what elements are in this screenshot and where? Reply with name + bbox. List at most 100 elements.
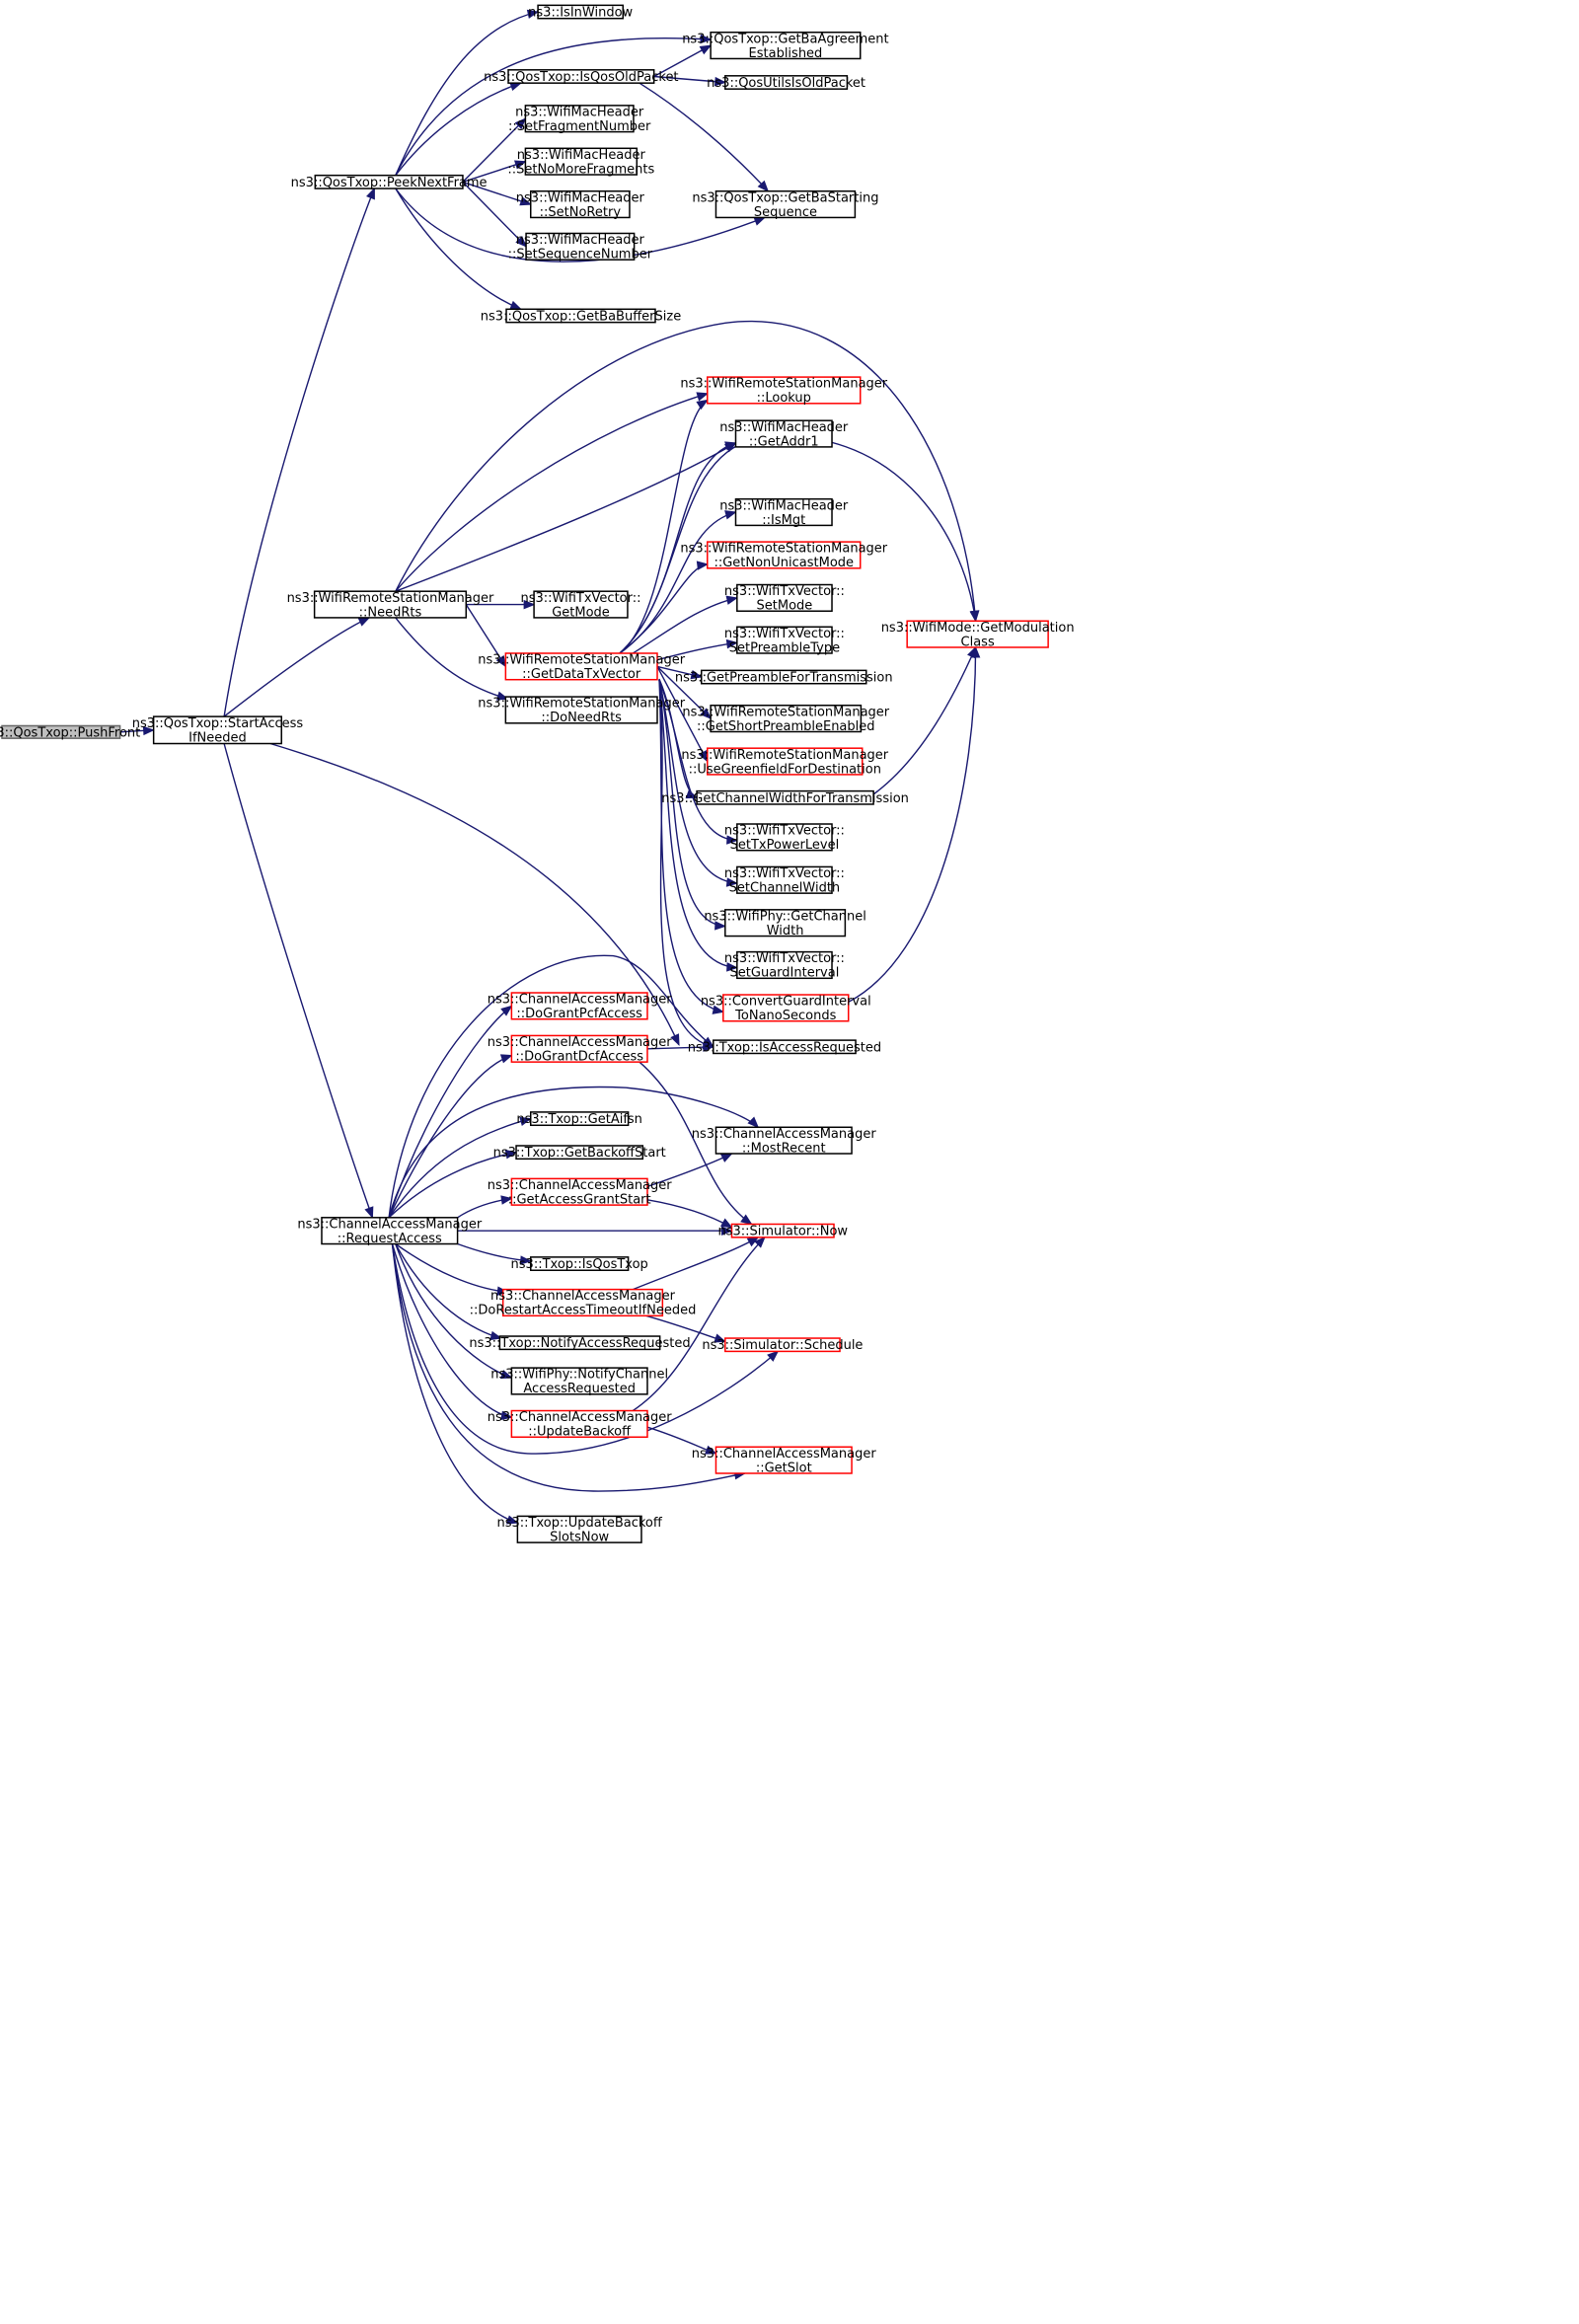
node-label: ns3::WifiPhy::NotifyChannel: [490, 1368, 668, 1383]
node-label: SetMode: [757, 599, 813, 614]
node-getaifsn[interactable]: ns3::Txop::GetAifsn: [516, 1111, 642, 1127]
node-peek[interactable]: ns3::QosTxop::PeekNextFrame: [291, 174, 488, 190]
node-simsched[interactable]: ns3::Simulator::Schedule: [702, 1337, 863, 1353]
node-getbabuf[interactable]: ns3::QosTxop::GetBaBufferSize: [481, 308, 681, 324]
node-label: ns3::ChannelAccessManager: [488, 1178, 673, 1193]
edge-needrts-to-getaddr1: [395, 442, 737, 592]
node-box: [313, 590, 468, 619]
node-getpreamblefor[interactable]: ns3::GetPreambleForTransmission: [675, 669, 893, 686]
node-lookup[interactable]: ns3::WifiRemoteStationManager::Lookup: [680, 376, 888, 407]
edge-line: [646, 1046, 714, 1050]
node-getbackoffstart[interactable]: ns3::Txop::GetBackoffStart: [493, 1145, 666, 1161]
node-getaccgrant[interactable]: ns3::ChannelAccessManager::GetAccessGran…: [488, 1177, 673, 1208]
node-dograntdcf[interactable]: ns3::ChannelAccessManager::DoGrantDcfAcc…: [488, 1034, 673, 1065]
node-label: Width: [767, 924, 804, 938]
node-getdatatx[interactable]: ns3::WifiRemoteStationManager::GetDataTx…: [478, 652, 686, 683]
node-isaccreq[interactable]: ns3::Txop::IsAccessRequested: [688, 1039, 881, 1055]
node-box: [696, 789, 874, 805]
node-box: [152, 715, 282, 745]
node-dorestart[interactable]: ns3::ChannelAccessManager::DoRestartAcce…: [470, 1288, 697, 1318]
node-label: ::SetSequenceNumber: [508, 248, 653, 262]
edge-line: [656, 666, 709, 762]
edge-getaccgrant-to-mostrecent: [646, 1153, 733, 1188]
node-getmode[interactable]: ns3::WifiTxVector::GetMode: [521, 590, 641, 621]
node-notifyaccreq[interactable]: ns3::Txop::NotifyAccessRequested: [469, 1335, 691, 1351]
edge-line: [391, 1243, 512, 1418]
node-setseq[interactable]: ns3::WifiMacHeader::SetSequenceNumber: [508, 232, 653, 262]
node-dograntpcf[interactable]: ns3::ChannelAccessManager::DoGrantPcfAcc…: [488, 992, 673, 1022]
arrow-head-icon: [703, 1042, 715, 1052]
node-isqostxop[interactable]: ns3::Txop::IsQosTxop: [511, 1256, 648, 1272]
node-reqaccess[interactable]: ns3::ChannelAccessManager::RequestAccess: [297, 1217, 483, 1246]
edge-reqaccess-to-isqostxop: [457, 1242, 533, 1265]
edge-line: [632, 597, 737, 654]
arrow-head-icon: [725, 638, 739, 649]
node-box: [314, 174, 464, 189]
arrow-head-icon: [721, 1226, 733, 1236]
node-label: ns3::QosTxop::GetBaBufferSize: [481, 309, 681, 324]
node-setchanwidth[interactable]: ns3::WifiTxVector::SetChannelWidth: [724, 865, 845, 896]
node-push[interactable]: ns3::QosTxop::PushFront: [0, 724, 140, 740]
node-phychanwidth[interactable]: ns3::WifiPhy::GetChannelWidth: [704, 909, 866, 938]
node-needrts[interactable]: ns3::WifiRemoteStationManager::NeedRts: [287, 590, 494, 621]
node-inwin[interactable]: ns3::IsInWindow: [528, 4, 634, 21]
node-box: [724, 75, 849, 90]
edge-line: [872, 646, 977, 795]
node-qosutils[interactable]: ns3::QosUtilsIsOldPacket: [707, 75, 865, 91]
edge-reqaccess-to-mostrecent: [388, 1086, 760, 1218]
node-setmode[interactable]: ns3::WifiTxVector::SetMode: [724, 583, 845, 614]
node-getslot[interactable]: ns3::ChannelAccessManager::GetSlot: [692, 1446, 877, 1476]
edge-isqosold-to-getbastart: [639, 82, 770, 192]
node-label: ns3::Txop::UpdateBackoff: [497, 1516, 663, 1531]
edge-getdatatx-to-getpreamblefor: [656, 665, 704, 680]
node-box: [707, 541, 862, 569]
node-label: ns3::ChannelAccessManager: [488, 1035, 673, 1050]
node-setpreamble[interactable]: ns3::WifiTxVector::SetPreambleType: [724, 626, 845, 656]
node-setguard[interactable]: ns3::WifiTxVector::SetGuardInterval: [724, 950, 845, 981]
node-box: [525, 232, 636, 261]
node-getnonuni[interactable]: ns3::WifiRemoteStationManager::GetNonUni…: [680, 541, 888, 571]
node-setnomore[interactable]: ns3::WifiMacHeader::SetNoMoreFragments: [507, 147, 655, 178]
node-label: ns3::WifiRemoteStationManager: [478, 653, 685, 668]
edge-peek-to-isqosold: [395, 82, 522, 177]
node-simnow[interactable]: ns3::Simulator::Now: [717, 1223, 848, 1239]
edge-line: [395, 187, 521, 310]
node-mostrecent[interactable]: ns3::ChannelAccessManager::MostRecent: [692, 1126, 877, 1157]
node-box: [734, 497, 833, 527]
node-label: ::SetFragmentNumber: [508, 119, 651, 134]
node-updatebackoff[interactable]: ns3::ChannelAccessManager::UpdateBackoff: [488, 1409, 673, 1440]
node-label: ns3::QosTxop::PushFront: [0, 725, 140, 740]
edge-line: [646, 1199, 732, 1229]
node-box: [505, 308, 656, 324]
node-isqosold[interactable]: ns3::QosTxop::IsQosOldPacket: [484, 69, 679, 85]
node-ismgt[interactable]: ns3::WifiMacHeader::IsMgt: [719, 497, 849, 528]
node-getaddr1[interactable]: ns3::WifiMacHeader::GetAddr1: [719, 419, 849, 450]
node-usegreen[interactable]: ns3::WifiRemoteStationManager::UseGreenf…: [681, 747, 889, 778]
node-label: ns3::Txop::IsAccessRequested: [688, 1040, 881, 1055]
edge-line: [395, 617, 508, 700]
arrow-head-icon: [724, 510, 737, 520]
node-label: ::DoRestartAccessTimeoutIfNeeded: [470, 1304, 697, 1318]
arrow-head-icon: [366, 187, 375, 200]
node-setnoretry[interactable]: ns3::WifiMacHeader::SetNoRetry: [516, 189, 645, 220]
edge-line: [656, 665, 712, 719]
node-setfrag[interactable]: ns3::WifiMacHeader::SetFragmentNumber: [508, 105, 651, 134]
node-label: ns3::ChannelAccessManager: [297, 1217, 483, 1232]
node-getchanwidth[interactable]: ns3::GetChannelWidthForTransmission: [661, 789, 909, 806]
edge-line: [658, 679, 737, 884]
arrow-head-icon: [526, 9, 540, 19]
node-settxpower[interactable]: ns3::WifiTxVector::SetTxPowerLevel: [724, 823, 845, 854]
node-doneedrts[interactable]: ns3::WifiRemoteStationManager::DoNeedRts: [478, 696, 686, 726]
arrow-head-icon: [696, 399, 709, 411]
node-getshortpre[interactable]: ns3::WifiRemoteStationManager::GetShortP…: [682, 705, 890, 734]
node-phynotify[interactable]: ns3::WifiPhy::NotifyChannelAccessRequest…: [490, 1367, 668, 1397]
arrow-head-icon: [514, 117, 527, 130]
edge-line: [658, 679, 737, 969]
arrow-head-icon: [515, 236, 528, 248]
